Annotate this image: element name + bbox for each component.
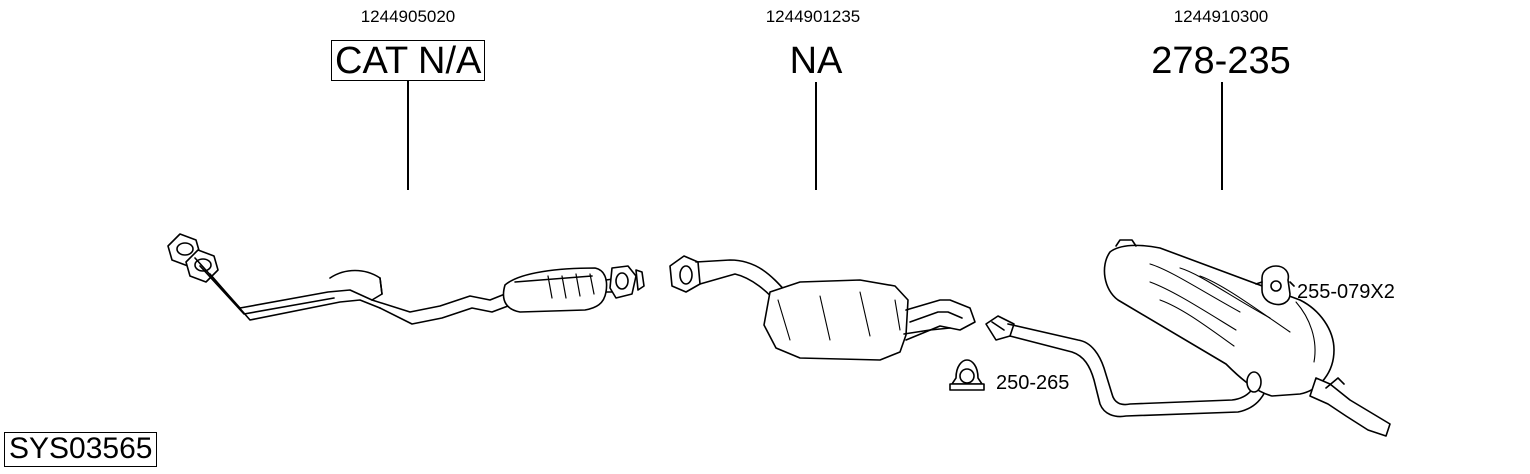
system-id-label: SYS03565 (4, 432, 158, 467)
rear-silencer-assembly (985, 239, 1391, 437)
front-pipe-with-catalyst (167, 233, 645, 325)
part-3-oe-number: 1244910300 (1173, 7, 1269, 26)
part-2-oe-number: 1244901235 (765, 7, 861, 26)
centre-silencer-inlet-flange (669, 255, 701, 293)
rubber-hanger (1255, 265, 1295, 306)
clamp (949, 359, 985, 391)
clamp-label: 250-265 (996, 372, 1070, 394)
centre-silencer (669, 255, 976, 361)
part-1-reference: CAT N/A (331, 40, 486, 81)
rubber-hanger-label: 255-079X2 (1297, 281, 1395, 303)
part-1-oe-number: 1244905020 (360, 7, 456, 26)
part-3-reference: 278-235 (1151, 40, 1291, 82)
part-1-leader-line (407, 81, 409, 190)
part-2-reference: NA (789, 40, 843, 82)
part-2-leader-line (815, 82, 817, 190)
part-3-leader-line (1221, 82, 1223, 190)
